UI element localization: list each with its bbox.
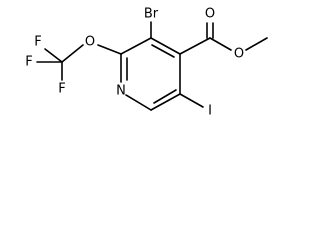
bond-n1-c6 (125, 94, 152, 111)
bond-layer (36, 21, 268, 111)
bond-c6-c5 (150, 93, 181, 111)
atom-f-top-label: F (34, 35, 41, 50)
bond-c4-c3-inner (151, 44, 175, 58)
bond-cf3-f-top (44, 48, 63, 63)
bond-c3-c2 (120, 37, 152, 55)
bond-c4-carbonyl-carbon (179, 37, 211, 55)
structure-diagram: Br N I O O O F F F (25, 7, 268, 119)
bond-c4-c3 (150, 37, 181, 55)
atom-br-label: Br (144, 7, 159, 22)
bond-o-cf3 (61, 44, 84, 63)
atom-f-left-label: F (25, 55, 32, 70)
atom-o-ether-label: O (85, 35, 95, 50)
bond-c6-c5-inner (153, 89, 177, 104)
atom-label-layer: Br N I O O O F F F (25, 7, 244, 119)
atom-f-bottom-label: F (58, 82, 65, 97)
atom-i-label: I (208, 104, 212, 119)
atom-n-label: N (116, 84, 126, 99)
atom-o-ester-label: O (234, 47, 244, 62)
atom-o-carbonyl-label: O (205, 7, 215, 22)
bond-c2-o (97, 44, 122, 55)
bond-ester-oxygen-methyl (245, 37, 268, 51)
bond-carbonyl-to-ester-oxygen (209, 37, 232, 51)
bond-c5-i (179, 93, 204, 108)
